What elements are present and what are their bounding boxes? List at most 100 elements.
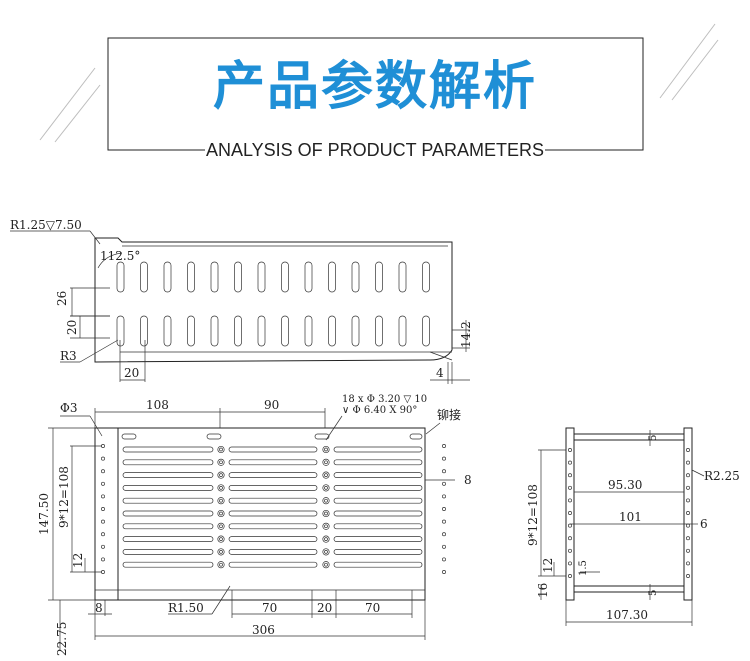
rivet-hole [442, 570, 446, 574]
side-slot [328, 315, 336, 347]
end-dim16-label: 16 [536, 583, 550, 598]
dim8b-label: 8 [95, 601, 103, 615]
rivet-hole [101, 532, 105, 537]
rivet-hole [442, 444, 446, 448]
dim306-label: 306 [252, 623, 275, 637]
rivet-hole [442, 532, 446, 537]
end-view: 5 R2.25 95.30 101 6 9*12=108 12 1.5 16 5… [526, 427, 740, 626]
r225-label: R2.25 [704, 469, 740, 483]
plan-top-slot-4 [409, 433, 423, 440]
holes-callout-leader [325, 415, 343, 441]
end-hole [568, 561, 572, 566]
center-hole-inner [219, 473, 223, 477]
rivet-hole [442, 519, 446, 524]
center-hole-inner [219, 511, 223, 516]
side-slot [375, 261, 383, 293]
center-hole-inner [324, 537, 328, 541]
side-slot [234, 261, 242, 293]
side-slot [116, 261, 125, 293]
end-hole [686, 498, 690, 503]
long-slot [228, 523, 318, 530]
side-slots-bottom [116, 315, 430, 347]
rivet-hole [101, 494, 105, 499]
rivet-hole [442, 456, 446, 461]
long-slot [122, 459, 214, 466]
center-hole [217, 445, 225, 454]
rivet-label: 铆接 [437, 407, 461, 422]
long-slot [122, 536, 214, 542]
r125-leader-arrow [89, 230, 101, 245]
side-slot [281, 315, 289, 347]
r150-label: R1.50 [168, 601, 204, 615]
r225-leader [691, 469, 705, 477]
dim90-label: 90 [264, 398, 279, 412]
rivet-hole [442, 469, 446, 474]
center-hole [322, 509, 330, 518]
end-hole [686, 460, 690, 465]
dim20v-label: 20 [65, 320, 79, 335]
dim953-label: 95.30 [608, 478, 642, 492]
phi3-label: Φ3 [60, 401, 77, 415]
center-hole-inner [324, 473, 328, 477]
long-slot [122, 561, 214, 568]
dim8r-label: 8 [464, 473, 472, 487]
end-hole [686, 548, 690, 553]
long-slot [122, 510, 214, 517]
side-slots-top [116, 261, 430, 293]
dim26-label: 26 [55, 291, 69, 306]
side-slot [140, 261, 148, 293]
rivet-hole [101, 456, 105, 461]
side-slot [140, 315, 148, 347]
long-slot [333, 549, 423, 555]
side-slot [210, 261, 219, 293]
long-slot [228, 459, 318, 466]
center-hole [217, 535, 225, 543]
side-slot [257, 261, 266, 293]
plan-center-holes [217, 445, 330, 569]
side-slot [163, 261, 172, 293]
plan-top-slot-1 [121, 433, 137, 440]
long-slot [228, 497, 318, 504]
r3-label: R3 [60, 349, 77, 363]
banner-frame [39, 23, 719, 151]
center-hole [322, 484, 330, 492]
center-hole-inner [324, 550, 328, 554]
long-slot [333, 485, 423, 491]
side-slot [351, 261, 360, 293]
deco-line-left-1 [39, 67, 96, 141]
plan-right-holes [442, 444, 446, 574]
center-hole [322, 497, 330, 505]
end-left-holes [568, 448, 572, 578]
csk-callout-label: ∨ Φ 6.40 X 90° [342, 405, 417, 416]
end-hole [686, 448, 690, 452]
side-slot [351, 315, 360, 347]
side-slot [422, 315, 430, 347]
center-hole [217, 561, 225, 569]
end-right-rail [683, 427, 693, 601]
center-hole [217, 548, 225, 556]
long-slot [122, 549, 214, 555]
end-hole [568, 460, 572, 465]
center-hole [217, 484, 225, 492]
side-slot [398, 315, 407, 347]
end-dim9x12-label: 9*12=108 [526, 484, 540, 546]
side-slot [257, 315, 266, 347]
rivet-hole [101, 544, 105, 549]
plan-outline [94, 427, 426, 601]
page-subtitle: ANALYSIS OF PRODUCT PARAMETERS [205, 140, 545, 160]
end-hole [686, 561, 690, 566]
dim20-label: 20 [317, 601, 332, 615]
end-hole [568, 574, 572, 578]
dim70a-label: 70 [262, 601, 277, 615]
end-hole [686, 511, 690, 515]
center-hole-inner [324, 486, 328, 490]
angle-label: 112.5° [100, 249, 140, 263]
side-slot [375, 315, 383, 347]
long-slot [228, 472, 318, 478]
dim12-label: 12 [71, 553, 85, 568]
deco-line-right-2 [671, 39, 719, 101]
end-right-holes [686, 448, 690, 578]
center-hole-inner [324, 447, 328, 452]
end-hole [568, 448, 572, 452]
long-slot [228, 549, 318, 555]
